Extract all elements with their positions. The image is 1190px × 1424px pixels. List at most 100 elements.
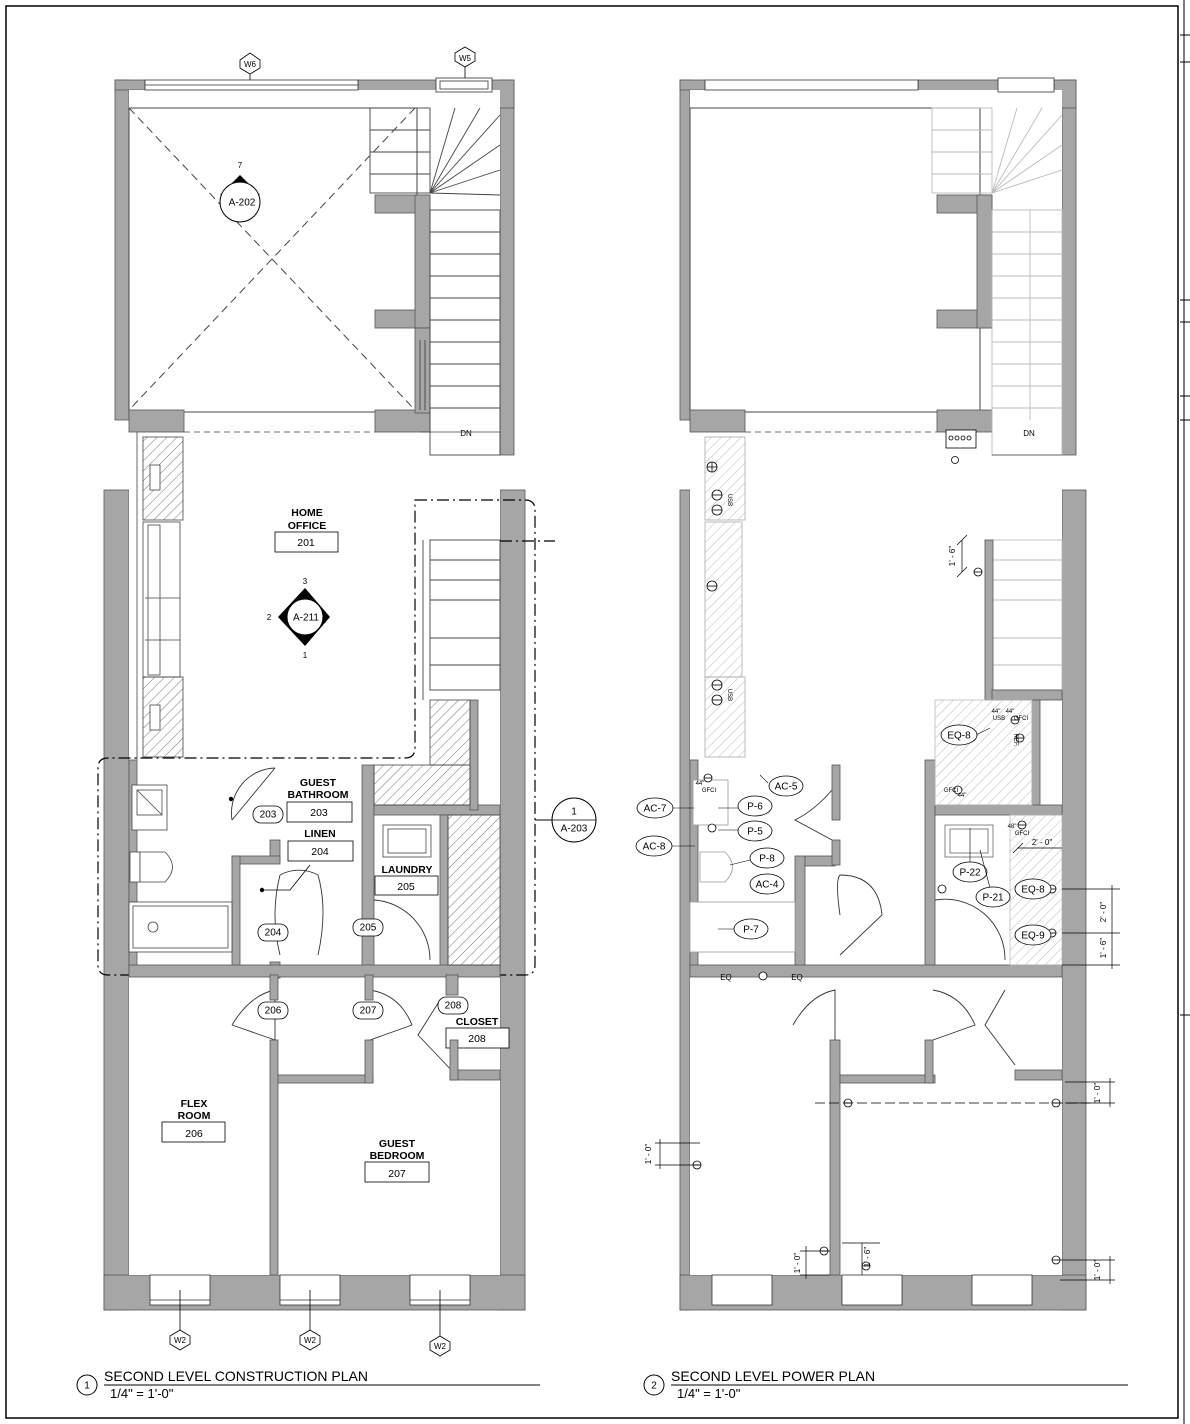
svg-text:A-203: A-203	[561, 824, 588, 835]
svg-text:1' - 6": 1' - 6"	[863, 1247, 872, 1268]
svg-text:7: 7	[238, 161, 243, 170]
room-name-201: HOME	[291, 507, 323, 519]
stair-middle	[422, 539, 501, 700]
svg-text:P-8: P-8	[759, 854, 775, 865]
plan-title-2: 2 SECOND LEVEL POWER PLAN 1/4" = 1'-0"	[643, 1368, 1128, 1401]
upper-room-2	[689, 107, 981, 413]
svg-text:206: 206	[265, 1006, 282, 1017]
svg-text:AC-8: AC-8	[643, 842, 666, 853]
plan-title-1: 1 SECOND LEVEL CONSTRUCTION PLAN 1/4" = …	[76, 1368, 540, 1401]
room-home-office: HOME OFFICE 201	[274, 507, 339, 553]
note-usb-2: USB	[726, 689, 732, 701]
svg-text:ROOM: ROOM	[178, 1110, 211, 1122]
tag-p-7: P-7	[718, 918, 769, 940]
svg-text:AC-7: AC-7	[644, 804, 667, 815]
window-top-2	[704, 77, 1055, 93]
stair-dn-label-2: DN	[1023, 429, 1035, 438]
svg-text:1: 1	[303, 651, 308, 660]
tag-ac-7: AC-7	[636, 797, 694, 819]
door-tag-203: 203	[252, 805, 284, 824]
room-closet: CLOSET 208	[445, 1016, 510, 1049]
svg-text:EQ-8: EQ-8	[947, 731, 971, 742]
window-tag-w2-3: W2	[434, 1342, 447, 1351]
svg-text:1' - 6": 1' - 6"	[948, 546, 957, 567]
door-tags: 203 204 205 206 207 208	[252, 805, 469, 1020]
window-tag-w2-2: W2	[304, 1336, 317, 1345]
svg-text:EQ-8: EQ-8	[1021, 885, 1045, 896]
door-tag-207: 207	[352, 1001, 384, 1020]
svg-text:44": 44"	[992, 709, 1001, 715]
svg-text:SECOND LEVEL CONSTRUCTION PLAN: SECOND LEVEL CONSTRUCTION PLAN	[104, 1368, 368, 1384]
svg-text:3: 3	[303, 577, 308, 586]
svg-text:206: 206	[185, 1128, 203, 1140]
svg-text:204: 204	[311, 846, 329, 858]
door-tag-204: 204	[257, 923, 289, 942]
stair-2	[931, 107, 1063, 456]
office-receptacles	[706, 461, 723, 706]
svg-text:203: 203	[260, 810, 277, 821]
room-guest-bedroom: GUEST BEDROOM 207	[364, 1138, 430, 1183]
svg-text:207: 207	[360, 1006, 377, 1017]
svg-text:P-7: P-7	[743, 925, 759, 936]
bathroom-fixtures	[128, 784, 233, 953]
tag-eq-8-top: EQ-8	[940, 724, 991, 746]
svg-text:208: 208	[468, 1033, 486, 1045]
svg-text:BATHROOM: BATHROOM	[287, 789, 348, 801]
tag-eq-8-bottom: EQ-8	[1014, 878, 1052, 900]
svg-text:205: 205	[360, 923, 377, 934]
window-top-right	[435, 77, 493, 93]
bathroom-fixtures-2	[689, 779, 796, 953]
tag-p-22: P-22	[952, 828, 988, 883]
svg-text:SECOND LEVEL POWER PLAN: SECOND LEVEL POWER PLAN	[671, 1368, 875, 1384]
section-marker-a211: A-211 3 2 1	[267, 577, 330, 660]
stair-middle-2	[991, 539, 1063, 691]
svg-text:P-5: P-5	[747, 827, 763, 838]
tag-eq-9: EQ-9	[1014, 924, 1052, 946]
svg-text:208: 208	[445, 1001, 462, 1012]
lower-walls	[269, 974, 501, 1276]
section-marker-a202: A-202 7	[219, 161, 261, 223]
tag-p-21: P-21	[975, 849, 1011, 908]
open-to-below	[128, 107, 416, 411]
door-tag-206: 206	[257, 1001, 289, 1020]
svg-text:A-202: A-202	[229, 198, 256, 209]
svg-text:GFCI: GFCI	[944, 788, 959, 794]
power-plan: DN USB USB	[635, 77, 1128, 1401]
office-casework-2	[704, 436, 746, 758]
stair	[369, 107, 501, 456]
room-linen: LINEN 204	[259, 828, 354, 893]
svg-text:FLEX: FLEX	[181, 1098, 208, 1110]
svg-text:CLOSET: CLOSET	[456, 1016, 499, 1028]
svg-text:AC-4: AC-4	[756, 880, 779, 891]
room-guest-bathroom: GUEST BATHROOM 203	[228, 777, 353, 823]
svg-text:GUEST: GUEST	[379, 1138, 416, 1150]
enlarged-plan-boundary	[97, 499, 555, 976]
doors-2	[792, 789, 1016, 1066]
svg-text:1' - 0": 1' - 0"	[1093, 1083, 1102, 1104]
svg-text:LINEN: LINEN	[304, 828, 336, 840]
svg-text:GFCI: GFCI	[1015, 831, 1030, 837]
stair-walls	[128, 194, 431, 433]
laundry-hatch	[373, 699, 501, 966]
sink-2	[944, 824, 994, 858]
room-flex-room: FLEX ROOM 206	[161, 1098, 226, 1143]
door-tag-208: 208	[437, 996, 469, 1015]
svg-text:GFCI: GFCI	[1014, 716, 1029, 722]
tag-ac-4: AC-4	[749, 873, 785, 895]
svg-text:AC-5: AC-5	[775, 782, 798, 793]
svg-text:P-21: P-21	[982, 893, 1004, 904]
window-tags	[169, 46, 476, 1357]
svg-text:44": 44"	[696, 781, 705, 787]
tag-p-8: P-8	[729, 847, 785, 869]
interior-walls-2	[689, 539, 1063, 1276]
office-casework	[136, 432, 184, 760]
svg-text:201: 201	[297, 537, 315, 549]
window-tag-w2-1: W2	[174, 1336, 187, 1345]
svg-text:EQ: EQ	[720, 973, 732, 982]
window-tag-labels: W6 W5 W2 W2 W2	[174, 54, 472, 1351]
svg-text:EQ-9: EQ-9	[1021, 931, 1045, 942]
stair-walls-2	[689, 194, 993, 433]
doors	[231, 767, 457, 1076]
svg-text:BEDROOM: BEDROOM	[370, 1150, 425, 1162]
